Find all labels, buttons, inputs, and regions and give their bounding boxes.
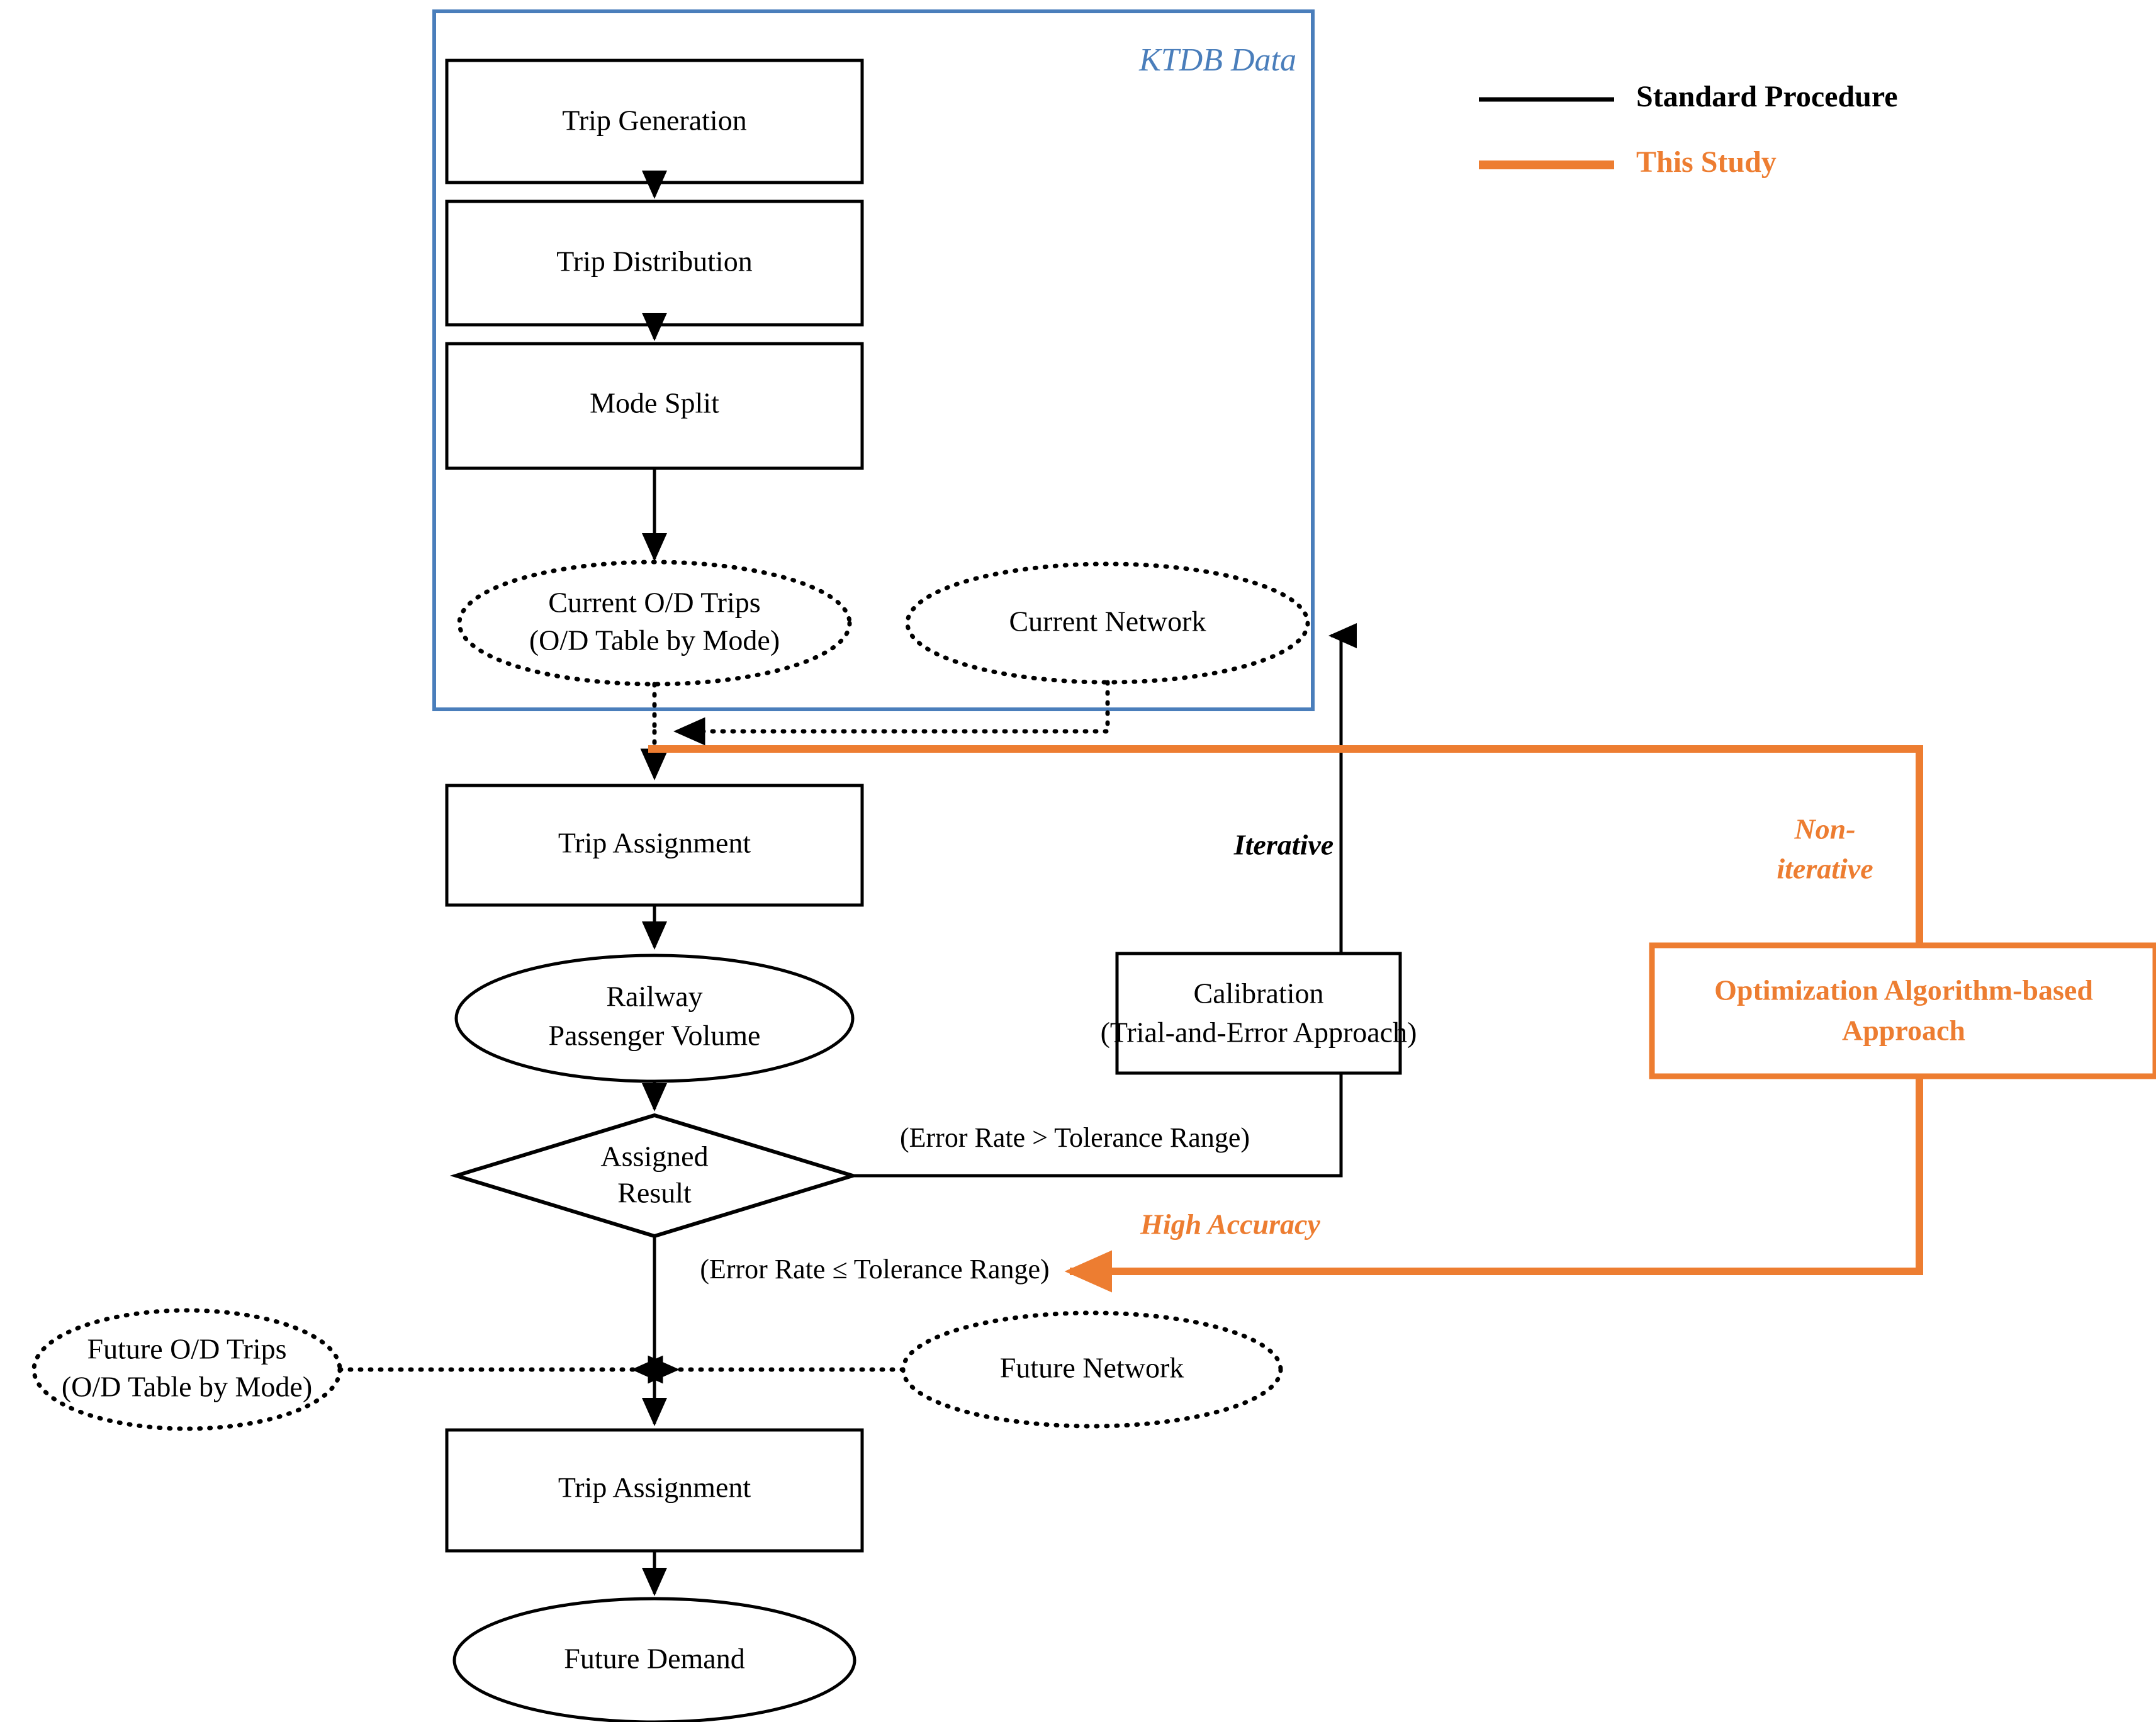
node-current-network [905,561,1310,685]
node-trip-distribution-label: Trip Distribution [556,245,752,278]
edge-label-non-iterative-line2: iterative [1777,853,1873,885]
node-future-od-trips-label-line2: (O/D Table by Mode) [62,1371,312,1403]
node-trip-generation [445,59,864,184]
node-future-network-label: Future Network [1000,1352,1184,1384]
node-future-demand [452,1597,856,1722]
node-current-network-label: Current Network [1009,605,1206,638]
node-trip-assignment-current [445,784,864,907]
ktdb-data-group-frame [432,9,1315,711]
node-trip-assignment-future [445,1428,864,1553]
node-railway-passenger-volume [454,954,855,1083]
legend: Standard Procedure This Study [1479,80,1898,179]
node-optimization-approach-label-line1: Optimization Algorithm-based [1714,974,2093,1006]
node-future-od-trips [31,1308,342,1431]
node-current-od-trips [457,560,852,687]
node-calibration [1115,952,1402,1075]
node-assigned-result-label-line2: Result [617,1177,692,1209]
edge-label-high-accuracy: High Accuracy [1140,1208,1320,1241]
node-optimization-approach-label-line2: Approach [1842,1015,1965,1047]
node-assigned-result [449,1113,860,1239]
node-trip-assignment-current-label: Trip Assignment [558,827,751,859]
node-mode-split-label: Mode Split [590,387,719,419]
node-calibration-label-line2: (Trial-and-Error Approach) [1101,1016,1417,1049]
node-future-demand-label: Future Demand [564,1643,744,1675]
edge-label-error-within-tolerance: (Error Rate ≤ Tolerance Range) [700,1254,1049,1285]
node-mode-split [445,342,864,470]
edge-iterative-feedback-to-current-network [853,623,1357,1178]
edge-label-non-iterative-line1: Non- [1794,813,1855,845]
edge-label-error-above-tolerance: (Error Rate > Tolerance Range) [900,1122,1250,1153]
legend-label-this-study: This Study [1636,145,1777,179]
edge-high-accuracy-return [1064,1076,1923,1293]
node-assigned-result-label-line1: Assigned [600,1140,708,1173]
node-railway-passenger-volume-label-line1: Railway [606,981,702,1013]
legend-label-standard-procedure: Standard Procedure [1636,80,1898,113]
edge-this-study-inflow [648,745,1923,945]
node-calibration-label-line1: Calibration [1194,977,1324,1010]
edge-current-network-to-junction [673,680,1110,746]
node-current-od-trips-label-line2: (O/D Table by Mode) [529,624,780,656]
node-current-od-trips-label-line1: Current O/D Trips [548,587,760,619]
edge-label-iterative: Iterative [1233,829,1333,861]
node-optimization-approach [1649,942,2156,1079]
node-trip-assignment-future-label: Trip Assignment [558,1472,751,1504]
node-trip-distribution [445,200,864,327]
node-trip-generation-label: Trip Generation [562,104,746,137]
node-railway-passenger-volume-label-line2: Passenger Volume [549,1020,761,1052]
node-future-od-trips-label-line1: Future O/D Trips [87,1333,287,1365]
ktdb-data-group-label: KTDB Data [1138,42,1296,78]
